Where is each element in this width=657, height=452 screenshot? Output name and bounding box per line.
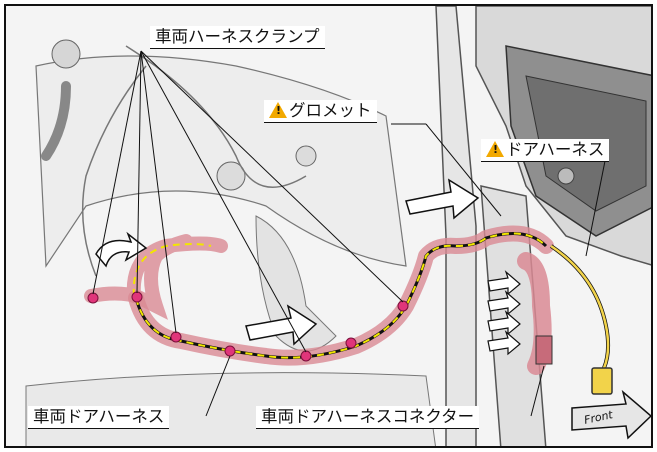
panel-hole bbox=[295, 145, 317, 167]
panel-hole bbox=[216, 161, 246, 191]
clamp bbox=[131, 291, 143, 303]
label-grommet: !グロメット bbox=[264, 100, 377, 123]
direction-arrow-icon bbox=[487, 330, 521, 356]
label-vehicle-door-harness-connector: 車両ドアハーネスコネクター bbox=[256, 406, 480, 429]
direction-arrow-icon bbox=[487, 290, 521, 316]
warning-icon: ! bbox=[486, 141, 504, 157]
diagram-frame: 車両ハーネスクランプ !グロメット !ドアハーネス 車両ドアハーネス 車両ドアハ… bbox=[4, 4, 653, 448]
clamps bbox=[87, 291, 409, 362]
clamp bbox=[87, 292, 99, 304]
clamp bbox=[397, 300, 409, 312]
clamp bbox=[300, 350, 312, 362]
direction-arrow-icon bbox=[487, 310, 521, 336]
background-cable bbox=[41, 81, 71, 161]
clamp bbox=[170, 331, 182, 343]
direction-arrow-icon bbox=[245, 304, 318, 346]
front-arrow-icon bbox=[571, 389, 651, 440]
door-illustration bbox=[6, 6, 651, 446]
door-harness-core bbox=[550, 244, 610, 369]
yellow-connector bbox=[591, 367, 613, 395]
direction-arrow-icon bbox=[95, 231, 148, 268]
warning-icon: ! bbox=[269, 102, 287, 118]
direction-arrow-icon bbox=[405, 178, 480, 220]
harness-connector bbox=[535, 335, 553, 365]
direction-arrow-icon bbox=[487, 270, 521, 296]
leader-line bbox=[140, 50, 177, 334]
panel-hole bbox=[557, 167, 575, 185]
label-vehicle-harness-clamp: 車両ハーネスクランプ bbox=[150, 26, 325, 49]
leader-line bbox=[425, 123, 502, 217]
harness-branch-stripe bbox=[132, 243, 212, 297]
door-edge bbox=[435, 6, 477, 446]
release-arrows bbox=[487, 270, 521, 356]
pillar-lower bbox=[480, 185, 547, 446]
clamp bbox=[345, 337, 357, 349]
leader-line bbox=[585, 155, 607, 257]
leader-line bbox=[140, 50, 307, 353]
label-door-harness: !ドアハーネス bbox=[481, 139, 610, 162]
panel-hole bbox=[51, 39, 81, 69]
clamp bbox=[224, 345, 236, 357]
leader-line bbox=[205, 355, 231, 417]
background-wire bbox=[81, 65, 147, 277]
leader-line bbox=[140, 50, 404, 303]
label-vehicle-door-harness: 車両ドアハーネス bbox=[28, 406, 170, 429]
leader-line bbox=[530, 365, 545, 417]
leader-line bbox=[92, 50, 142, 295]
harness-stripe bbox=[135, 232, 547, 359]
leader-lines bbox=[92, 50, 607, 417]
background-wire bbox=[125, 45, 307, 188]
leader-line bbox=[136, 50, 142, 294]
